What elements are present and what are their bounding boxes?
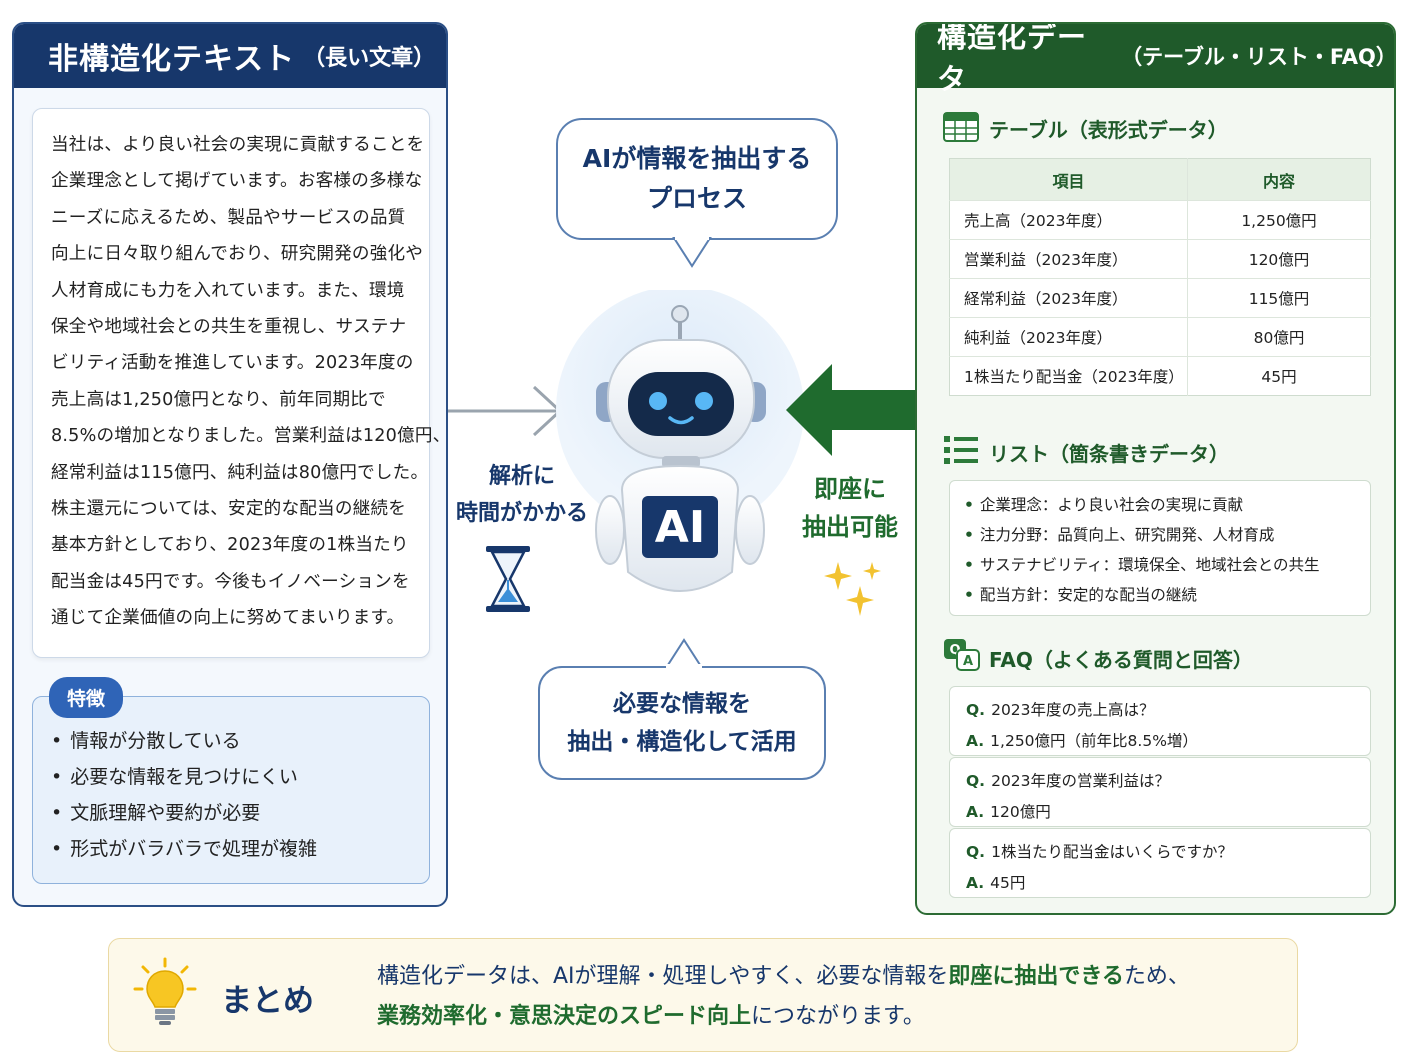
feature-item: 必要な情報を見つけにくい	[51, 759, 429, 795]
bubble-line: AIが情報を抽出する	[582, 144, 812, 173]
svg-text:A: A	[963, 654, 973, 669]
table-cell-item: 売上高（2023年度）	[949, 200, 1188, 240]
unstructured-panel-title: 非構造化テキスト	[48, 42, 296, 77]
paragraph-line: 企業理念として掲げています。お客様の多様な	[51, 171, 423, 192]
ai-robot-icon	[556, 290, 804, 592]
features-box: 特徴 情報が分散している 必要な情報を見つけにくい 文脈理解や要約が必要 形式が…	[32, 677, 430, 884]
paragraph-line: ニーズに応えるため、製品やサービスの品質	[51, 207, 406, 228]
lightbulb-icon	[133, 957, 197, 1025]
table-row: 1株当たり配当金（2023年度） 45円	[949, 356, 1371, 396]
long-text-box: 当社は、より良い社会の実現に貢献することを 企業理念として掲げています。お客様の…	[32, 108, 448, 658]
unstructured-panel-header: 非構造化テキスト （長い文章）	[14, 24, 446, 88]
table-cell-value: 45円	[1187, 356, 1371, 396]
bubble-line: 必要な情報を	[613, 691, 751, 717]
faq-question: Q.1株当たり配当金はいくらですか？	[966, 843, 1233, 861]
paragraph-line: 向上に日々取り組んでおり、研究開発の強化や	[51, 244, 424, 265]
structured-panel-header: 構造化データ （テーブル・リスト・FAQ）	[917, 24, 1396, 96]
faq-item: Q.2023年度の売上高は？ A.1,250億円（前年比8.5%増）	[949, 686, 1371, 756]
summary-box: まとめ 構造化データは、AIが理解・処理しやすく、必要な情報を即座に抽出できるた…	[108, 938, 1298, 1052]
bubble-line: プロセス	[646, 184, 747, 213]
table-row: 売上高（2023年度） 1,250億円	[949, 200, 1371, 240]
fast-extract-label: 即座に 抽出可能	[794, 470, 906, 546]
table-cell-item: 経常利益（2023年度）	[949, 278, 1188, 318]
summary-text: 構造化データは、AIが理解・処理しやすく、必要な情報を即座に抽出できるため、 業…	[377, 957, 1190, 1037]
list-icon	[944, 436, 978, 464]
faq-item: Q.1株当たり配当金はいくらですか？ A.45円	[949, 828, 1371, 898]
faq-question: Q.2023年度の売上高は？	[966, 701, 1155, 719]
table-cell-value: 115億円	[1187, 278, 1371, 318]
paragraph-line: 経常利益は115億円、純利益は80億円でした。	[51, 462, 429, 483]
list-section-title: リスト（箇条書きデータ）	[989, 442, 1229, 466]
faq-answer: A.120億円	[966, 803, 1051, 821]
structured-panel-title: 構造化データ	[937, 22, 1088, 96]
feature-item: 形式がバラバラで処理が複雑	[51, 831, 429, 867]
speech-tail-icon	[672, 236, 712, 268]
table-cell-item: 営業利益（2023年度）	[949, 239, 1188, 279]
structured-data-panel: 構造化データ （テーブル・リスト・FAQ） テーブル（表形式データ） 項目 内容…	[915, 22, 1396, 915]
list-item: •注力分野：品質向上、研究開発、人材育成	[964, 526, 1275, 544]
paragraph-line: 売上高は1,250億円となり、前年同期比で	[51, 389, 386, 410]
list-item: •サステナビリティ：環境保全、地域社会との共生	[964, 556, 1320, 574]
hourglass-icon	[486, 546, 530, 612]
paragraph-line: 当社は、より良い社会の実現に貢献することを	[51, 135, 425, 155]
paragraph-line: ビリティ活動を推進しています。2023年度の	[51, 353, 414, 374]
table-header-cell: 内容	[1187, 158, 1371, 201]
faq-item: Q.2023年度の営業利益は？ A.120億円	[949, 757, 1371, 827]
paragraph-line: 株主還元については、安定的な配当の継続を	[51, 499, 406, 520]
data-table: 項目 内容 売上高（2023年度） 1,250億円 営業利益（2023年度） 1…	[949, 158, 1371, 396]
faq-icon: Q A	[944, 639, 980, 671]
paragraph-line: 配当金は45円です。今後もイノベーションを	[51, 571, 410, 592]
paragraph-line: 8.5%の増加となりました。営業利益は120億円、	[51, 426, 448, 447]
sparkle-icon	[824, 562, 881, 616]
paragraph-line: 基本方針としており、2023年度の1株当たり	[51, 535, 409, 556]
svg-text:Q: Q	[949, 643, 960, 658]
fast-arrow-icon	[786, 364, 918, 456]
structured-panel-subtitle: （テーブル・リスト・FAQ）	[1121, 45, 1396, 69]
summary-line: 構造化データは、AIが理解・処理しやすく、必要な情報を即座に抽出できるため、	[377, 964, 1190, 989]
paragraph-line: 保全や地域社会との共生を重視し、サステナ	[51, 317, 407, 338]
table-cell-item: 1株当たり配当金（2023年度）	[949, 356, 1188, 396]
faq-section-title: FAQ（よくある質問と回答）	[989, 648, 1253, 672]
slow-line: 解析に	[488, 464, 555, 489]
slow-line: 時間がかかる	[455, 501, 588, 526]
ai-chest-label: AI	[654, 501, 706, 553]
table-row: 経常利益（2023年度） 115億円	[949, 278, 1371, 318]
feature-item: 文脈理解や要約が必要	[51, 795, 429, 831]
unstructured-panel-subtitle: （長い文章）	[303, 46, 436, 71]
paragraph-line: 人材育成にも力を入れています。また、環境	[51, 280, 405, 301]
table-cell-item: 純利益（2023年度）	[949, 317, 1188, 357]
table-cell-value: 120億円	[1187, 239, 1371, 279]
paragraph-line: 通じて企業価値の向上に努めてまいります。	[51, 608, 405, 629]
faq-question: Q.2023年度の営業利益は？	[966, 772, 1171, 790]
faq-answer: A.45円	[966, 874, 1026, 892]
tail-joint	[666, 664, 702, 670]
summary-label: まとめ	[221, 983, 314, 1019]
slow-analysis-label: 解析に 時間がかかる	[454, 458, 590, 532]
extract-speech-bubble: 必要な情報を 抽出・構造化して活用	[538, 666, 826, 780]
features-badge: 特徴	[49, 677, 124, 718]
bullet-list: •企業理念：より良い社会の実現に貢献 •注力分野：品質向上、研究開発、人材育成 …	[949, 480, 1371, 616]
table-header-row: 項目 内容	[949, 158, 1371, 201]
process-speech-bubble: AIが情報を抽出する プロセス	[556, 118, 838, 240]
table-row: 営業利益（2023年度） 120億円	[949, 239, 1371, 279]
table-icon	[943, 112, 979, 142]
fast-line: 抽出可能	[802, 513, 898, 541]
list-item: •企業理念：より良い社会の実現に貢献	[964, 496, 1244, 514]
bubble-line: 抽出・構造化して活用	[567, 729, 797, 755]
table-cell-value: 80億円	[1187, 317, 1371, 357]
slow-arrow-icon	[448, 385, 563, 437]
table-header-cell: 項目	[949, 158, 1188, 201]
feature-item: 情報が分散している	[51, 723, 429, 759]
table-row: 純利益（2023年度） 80億円	[949, 317, 1371, 357]
faq-answer: A.1,250億円（前年比8.5%増）	[966, 732, 1198, 750]
list-item: •配当方針：安定的な配当の継続	[964, 586, 1197, 604]
summary-line: 業務効率化・意思決定のスピード向上につながります。	[377, 1004, 925, 1029]
fast-line: 即座に	[814, 475, 886, 503]
table-section-title: テーブル（表形式データ）	[989, 118, 1228, 142]
unstructured-text-panel: 非構造化テキスト （長い文章） 当社は、より良い社会の実現に貢献することを 企業…	[12, 22, 448, 907]
table-cell-value: 1,250億円	[1187, 200, 1371, 240]
